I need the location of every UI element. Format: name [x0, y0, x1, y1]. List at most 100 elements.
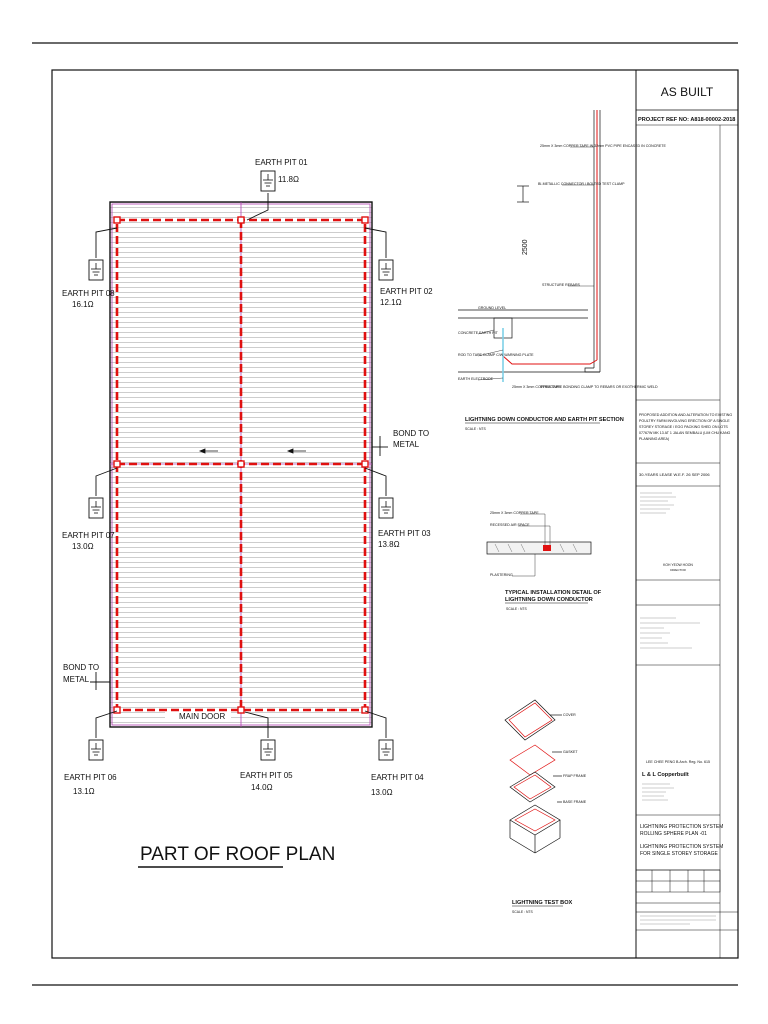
project-desc-line: PROPOSED ADDITION AND ALTERATION TO EXIS… — [639, 413, 732, 417]
earth-pit-value: 16.1Ω — [72, 300, 94, 309]
project-desc-line: POULTRY FARM INVOLVING ERECTION OF A SIN… — [639, 419, 730, 423]
drawing-title: LIGHTNING PROTECTION SYSTEM ROLLING SPHE… — [640, 824, 723, 857]
project-description: PROPOSED ADDITION AND ALTERATION TO EXIS… — [639, 413, 732, 441]
copper-tape-detail — [543, 545, 551, 551]
test-box-label: BASE FRAME — [563, 800, 587, 804]
earth-pit-label: EARTH PIT 01 — [255, 158, 308, 167]
earth-pit-value: 11.8Ω — [278, 175, 299, 184]
section-leaders — [477, 146, 594, 381]
earth-pit-value: 13.0Ω — [371, 788, 393, 797]
section-label: BI-METALLIC CONNECTOR / BOLTED TEST CLAM… — [538, 182, 625, 186]
earth-pit-06: EARTH PIT 06 13.1Ω — [64, 739, 117, 796]
down-conductor-section — [502, 110, 598, 365]
detail-label: 25mm X 3mm COPPER TAPE — [490, 511, 539, 515]
section-label: 25mm X 3mm COPPER TAPE — [512, 385, 561, 389]
bond-to-metal-right: BOND TO METAL — [393, 429, 429, 449]
earth-pit-value: 13.8Ω — [378, 540, 400, 549]
drawing-frame — [51, 69, 739, 959]
signatory-role: DIRECTOR — [670, 568, 686, 572]
earth-pit-01: EARTH PIT 01 11.8Ω — [255, 158, 308, 192]
project-ref: PROJECT REF NO: A818-00002-2018 — [638, 117, 735, 123]
section-label: ROD TO TAPE CLAMP C/W WARNING PLATE — [458, 353, 534, 357]
section-labels: 25mm X 3mm COPPER TAPE IN 32mm PVC PIPE … — [458, 144, 666, 389]
test-box-gasket — [509, 744, 556, 776]
bond-label-line: METAL — [63, 675, 90, 684]
signatory-name: KOH YEOW HOON — [663, 563, 693, 567]
down-conductor-markers — [113, 216, 369, 714]
detail-title-line: TYPICAL INSTALLATION DETAIL OF — [505, 590, 602, 596]
drawing-title-line: LIGHTNING PROTECTION SYSTEM — [640, 824, 723, 830]
earth-pit-label: EARTH PIT 02 — [380, 287, 433, 296]
project-desc-line: PLANNING AREA) — [639, 437, 669, 441]
disclaimer-note — [640, 915, 716, 925]
firm-address — [642, 783, 674, 801]
roof-plan: EARTH PIT 01 11.8Ω EARTH PIT 02 12.1Ω EA… — [62, 158, 433, 868]
earth-pit-label: EARTH PIT 07 — [62, 531, 115, 540]
earth-pit-value: 12.1Ω — [380, 298, 402, 307]
earth-pit-value: 14.0Ω — [251, 783, 273, 792]
earth-pit-label: EARTH PIT 05 — [240, 771, 293, 780]
test-box-frap-frame — [509, 771, 556, 803]
project-desc-line: STOREY STORAGE / EGG PACKING SHED ON LOT… — [639, 425, 728, 429]
main-door-label: MAIN DOOR — [179, 712, 225, 721]
earth-pit-icon — [378, 739, 394, 761]
detail-label: RECESSED AIR SPACE — [490, 523, 530, 527]
detail-title-line: LIGHTNING DOWN CONDUCTOR — [505, 597, 593, 603]
earth-pit-icon — [88, 497, 104, 519]
drawing-title-line: ROLLING SPHERE PLAN -01 — [640, 831, 707, 837]
section-label: 25mm X 3mm COPPER TAPE IN 32mm PVC PIPE … — [540, 144, 666, 148]
section-label: STRUCTURE BONDING CLAMP TO REBARS OR EXO… — [540, 385, 658, 389]
earth-pit-icon — [378, 259, 394, 281]
pe-name: LEE CHEE PENG B.Arch. Reg. No. 615 — [646, 760, 710, 764]
section-label: EARTH ELECTRODE — [458, 377, 494, 381]
earth-pit-label: EARTH PIT 06 — [64, 773, 117, 782]
test-box-labels: COVER GASKET FRAP FRAME BASE FRAME — [563, 713, 587, 804]
main-door-box — [165, 712, 231, 722]
test-box-label: COVER — [563, 713, 576, 717]
project-desc-line: 07767W MK 13 AT 1 JALAN SEMBALU (LIM CHU… — [639, 431, 731, 435]
plan-title: PART OF ROOF PLAN — [140, 844, 335, 865]
earth-pit-02: EARTH PIT 02 12.1Ω — [378, 259, 433, 307]
bond-label-line: METAL — [393, 440, 420, 449]
earth-pit-label: EARTH PIT 04 — [371, 773, 424, 782]
test-box-detail — [504, 699, 562, 854]
section-label: CONCRETE EARTH PIT — [458, 331, 499, 335]
installation-detail: 25mm X 3mm COPPER TAPE RECESSED AIR SPAC… — [486, 511, 602, 611]
detail-labels: 25mm X 3mm COPPER TAPE RECESSED AIR SPAC… — [490, 511, 539, 577]
earth-pit-label: EARTH PIT 03 — [378, 529, 431, 538]
contractor-notes — [640, 617, 700, 649]
drawing-title-line: LIGHTNING PROTECTION SYSTEM — [640, 844, 723, 850]
earth-pit-icon — [260, 739, 276, 761]
earth-pit-leaders — [90, 193, 388, 738]
lease-text: 30-YEARS LEASE W.E.F. 26 SEP 2006 — [639, 472, 710, 477]
earth-pit-section: 2500 25mm X 3mm COPPER TAPE IN 32mm PVC … — [458, 110, 666, 431]
earth-pit-icon — [260, 170, 276, 192]
earth-pit-icon — [88, 739, 104, 761]
earth-pit-icon — [378, 497, 394, 519]
detail-label: PLASTERING — [490, 573, 513, 577]
detail-scale: SCALE : NTS — [506, 607, 527, 611]
test-box-title: LIGHTNING TEST BOX — [512, 900, 573, 906]
earth-pit-label: EARTH PIT 08 — [62, 289, 115, 298]
section-dimension: 2500 — [522, 239, 529, 255]
test-box-label: FRAP FRAME — [563, 774, 587, 778]
as-built-label: AS BUILT — [661, 85, 714, 99]
drawing-title-line: FOR SINGLE STOREY STORAGE — [640, 851, 718, 857]
section-label: STRUCTURE REBARS — [542, 283, 581, 287]
bond-label-line: BOND TO — [63, 663, 99, 672]
section-label: GROUND LEVEL — [478, 306, 506, 310]
earth-pit-08: EARTH PIT 08 16.1Ω — [62, 259, 115, 309]
earth-pit-value: 13.1Ω — [73, 787, 95, 796]
slope-arrows — [198, 448, 306, 454]
earth-pit-03: EARTH PIT 03 13.8Ω — [378, 497, 431, 549]
earth-pit-05: EARTH PIT 05 14.0Ω — [240, 739, 293, 792]
section-title: LIGHTNING DOWN CONDUCTOR AND EARTH PIT S… — [465, 417, 624, 423]
bond-to-metal-left: BOND TO METAL — [63, 663, 99, 684]
section-scale: SCALE : NTS — [465, 427, 486, 431]
wall-section — [486, 541, 592, 555]
test-box-label: GASKET — [563, 750, 578, 754]
title-block: AS BUILT PROJECT REF NO: A818-00002-2018… — [635, 70, 738, 958]
earth-pit-07: EARTH PIT 07 13.0Ω — [62, 497, 115, 551]
revision-grid — [635, 869, 721, 893]
consultant-notes — [640, 492, 676, 514]
